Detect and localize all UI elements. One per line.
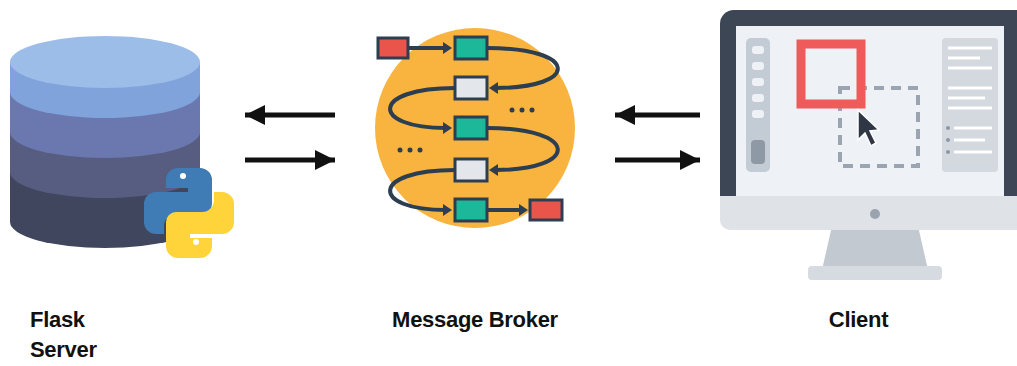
message-broker-icon-part-part xyxy=(443,204,452,216)
monitor-icon-part-part xyxy=(948,57,980,60)
message-broker-icon-part-part xyxy=(390,88,455,128)
message-broker-icon-part-part xyxy=(398,148,403,153)
python-logo-part xyxy=(193,239,199,245)
message-broker-icon-part-part xyxy=(455,199,487,221)
monitor-icon-part xyxy=(720,196,1017,208)
message-broker-icon-part-part xyxy=(443,122,452,134)
monitor-icon-part-part xyxy=(954,151,992,154)
monitor-icon-part xyxy=(808,266,942,280)
monitor-icon-part-part xyxy=(752,110,764,118)
monitor-icon-part-part xyxy=(948,87,992,90)
database-icon-part xyxy=(10,36,200,88)
monitor-icon-part-part xyxy=(752,62,764,70)
message-broker-icon-part-part xyxy=(487,48,558,88)
monitor-icon-part xyxy=(720,10,1017,230)
monitor-icon-part xyxy=(752,46,764,118)
message-broker-icon-part-part xyxy=(455,159,487,181)
message-broker-icon-part xyxy=(390,48,558,210)
python-logo xyxy=(144,168,234,258)
monitor-icon-part xyxy=(870,209,880,219)
message-broker-icon-part-part xyxy=(519,204,528,216)
monitor-icon-part xyxy=(948,48,992,152)
message-broker-icon-part-part xyxy=(487,208,522,212)
monitor-icon-part xyxy=(946,126,950,154)
monitor-icon-part xyxy=(736,26,1004,196)
message-broker-icon-part-part xyxy=(378,38,408,58)
node-label: Client xyxy=(700,305,1017,335)
message-broker-icon-part-part xyxy=(408,46,446,50)
node-label: Message Broker xyxy=(335,305,615,335)
monitor-icon-part-part xyxy=(954,139,985,142)
message-broker-icon-part-part xyxy=(443,42,452,54)
monitor-icon xyxy=(720,10,1017,280)
message-broker-icon-part-part xyxy=(455,77,487,99)
icon-node: Message Broker xyxy=(335,15,615,355)
message-broker-icon-part-part xyxy=(418,148,423,153)
icon-node: Flask Server xyxy=(5,35,245,366)
monitor-icon-part-part xyxy=(948,97,985,100)
message-broker-icon-part-part xyxy=(455,37,487,59)
message-broker-icon-part-part xyxy=(455,117,487,139)
flow-arrow xyxy=(245,113,335,118)
monitor-icon-part xyxy=(801,44,861,104)
icon-node: Client xyxy=(700,0,1017,350)
message-broker-icon-part-part xyxy=(489,82,498,94)
monitor-icon-part-part xyxy=(752,46,764,54)
flow-arrow xyxy=(615,113,700,118)
message-broker-icon-part-part xyxy=(489,164,498,176)
message-broker-icon-part-part xyxy=(530,200,562,220)
monitor-icon-part xyxy=(822,226,928,270)
message-broker-icon-part-part xyxy=(520,108,525,113)
message-broker-icon xyxy=(375,28,575,228)
python-logo-part xyxy=(180,173,186,179)
message-broker-icon-part-part xyxy=(510,108,515,113)
monitor-icon-part-part xyxy=(948,107,992,110)
message-broker-icon-part xyxy=(443,42,528,216)
monitor-icon-part xyxy=(858,110,879,146)
monitor-icon-part xyxy=(746,38,770,172)
flow-arrow xyxy=(245,158,335,163)
monitor-icon-part-part xyxy=(752,94,764,102)
message-broker-icon-part xyxy=(378,37,562,221)
monitor-icon-part-part xyxy=(946,150,950,154)
monitor-icon-part-part xyxy=(946,138,950,142)
message-broker-icon-part-part xyxy=(530,108,535,113)
message-broker-icon-part-part xyxy=(408,148,413,153)
monitor-icon-part-part xyxy=(948,47,992,50)
monitor-icon-part xyxy=(942,38,998,172)
message-broker-icon-part xyxy=(375,28,575,228)
monitor-icon-part-part xyxy=(946,126,950,130)
message-broker-icon-part-part xyxy=(390,170,455,210)
monitor-icon-part-part xyxy=(948,67,992,70)
monitor-icon-part-part xyxy=(752,78,764,86)
monitor-icon-part xyxy=(720,196,1017,230)
flow-arrow xyxy=(615,158,700,163)
monitor-icon-part-part xyxy=(954,127,992,130)
node-label: Flask Server xyxy=(30,305,125,365)
python-logo-part xyxy=(166,192,234,258)
monitor-icon-part xyxy=(751,140,765,164)
message-broker-icon-part xyxy=(398,108,535,153)
message-broker-icon-part-part xyxy=(487,128,558,170)
